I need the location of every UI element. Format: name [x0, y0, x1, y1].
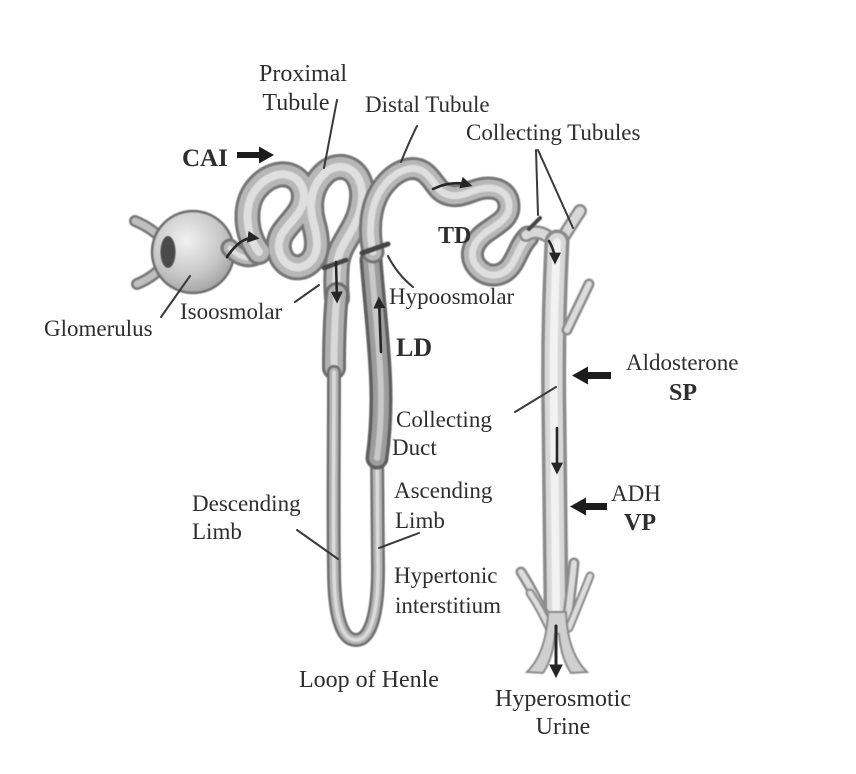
flow-arrow-descending	[330, 260, 343, 304]
label-hypertonic-line1: Hypertonic	[394, 563, 497, 588]
label-isoosmolar: Isoosmolar	[180, 299, 283, 324]
glomerulus-hilum	[160, 236, 176, 268]
leader-collecting-tubules-left	[535, 149, 539, 216]
label-td: TD	[438, 223, 471, 249]
label-hyperosmotic-urine-line1: Hyperosmotic	[495, 686, 631, 712]
thick-ascending-limb-path	[371, 260, 381, 458]
label-distal-tubule: Distal Tubule	[365, 92, 490, 117]
adh-arrow	[570, 497, 607, 516]
label-collecting-tubules: Collecting Tubules	[466, 120, 640, 145]
leader-hypoosmolar	[387, 255, 414, 288]
label-hypoosmolar: Hypoosmolar	[389, 284, 515, 309]
label-collecting-duct-line1: Collecting	[396, 407, 492, 432]
nephron-artwork	[135, 167, 590, 675]
label-proximal-tubule-line2: Tubule	[262, 90, 329, 116]
label-ld: LD	[396, 333, 432, 362]
cai-arrow	[237, 146, 274, 164]
leader-ascending-limb	[378, 532, 420, 549]
label-vp: VP	[624, 510, 656, 536]
collecting-duct-branches	[521, 563, 590, 675]
leader-distal-tubule	[400, 125, 418, 163]
proximal-straight-segment	[334, 294, 337, 368]
leader-lines	[160, 99, 574, 560]
labels: Proximal Tubule Distal Tubule Collecting…	[44, 61, 738, 740]
label-proximal-tubule-line1: Proximal	[259, 61, 347, 87]
flow-arrow-distal	[431, 176, 473, 191]
label-descending-limb-line1: Descending	[192, 491, 301, 516]
label-sp: SP	[669, 380, 697, 406]
label-descending-limb-line2: Limb	[192, 519, 242, 544]
label-aldosterone: Aldosterone	[626, 350, 738, 375]
label-adh: ADH	[611, 481, 661, 506]
leader-glomerulus	[160, 275, 191, 318]
flow-arrow-collecting-top	[547, 239, 561, 265]
flow-arrow-proximal	[225, 230, 260, 259]
flow-arrow-ascending	[373, 296, 386, 354]
papillary-duct-bell	[524, 611, 590, 675]
label-glomerulus: Glomerulus	[44, 316, 153, 341]
leader-isoosmolar	[294, 284, 320, 303]
aldosterone-arrow	[572, 366, 611, 385]
label-ascending-limb-line1: Ascending	[394, 478, 493, 503]
proximal-tubule-path	[230, 167, 362, 298]
label-cai: CAI	[182, 145, 228, 172]
label-hypertonic-line2: interstitium	[395, 593, 501, 618]
block-arrows	[237, 146, 611, 516]
label-hyperosmotic-urine-line2: Urine	[536, 714, 591, 740]
leader-descending-limb	[296, 529, 339, 560]
label-ascending-limb-line2: Limb	[395, 508, 445, 533]
leader-collecting-tubules-right	[537, 149, 574, 229]
leader-proximal-tubule	[323, 99, 338, 169]
label-loop-of-henle: Loop of Henle	[299, 667, 439, 693]
label-collecting-duct-line2: Duct	[392, 435, 437, 460]
leader-collecting-duct	[514, 386, 557, 413]
flow-arrows	[225, 176, 563, 679]
